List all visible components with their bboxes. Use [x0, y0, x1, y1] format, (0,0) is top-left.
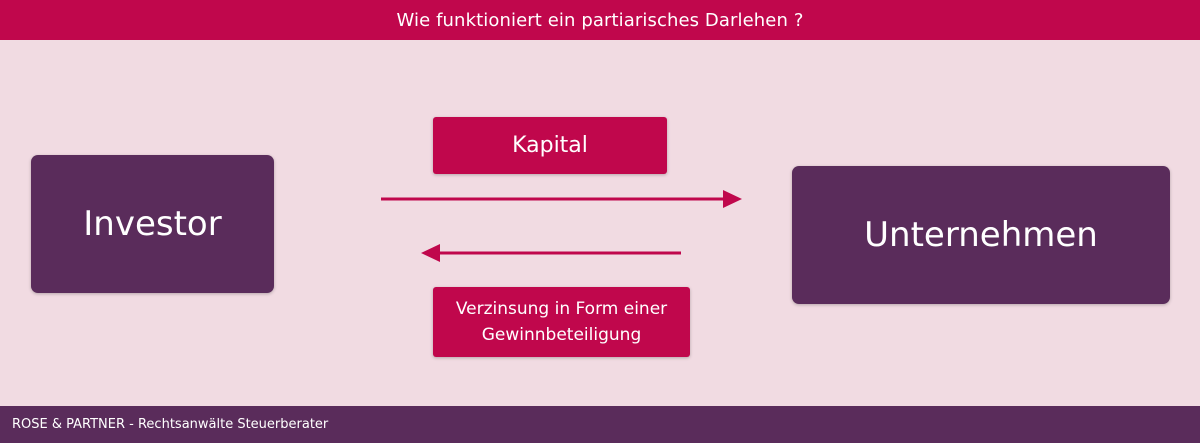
investor-node: Investor [31, 155, 274, 293]
unternehmen-label: Unternehmen [864, 215, 1098, 255]
title-bar: Wie funktioniert ein partiarisches Darle… [0, 0, 1200, 40]
unternehmen-node: Unternehmen [792, 166, 1170, 304]
footer-bar: ROSE & PARTNER - Rechtsanwälte Steuerber… [0, 406, 1200, 443]
kapital-label: Kapital [512, 133, 588, 158]
page-title: Wie funktioniert ein partiarisches Darle… [396, 9, 804, 31]
investor-label: Investor [83, 204, 222, 244]
kapital-label-box: Kapital [433, 117, 667, 174]
verzinsung-label-box: Verzinsung in Form einer Gewinnbeteiligu… [433, 287, 690, 357]
arrow-to-investor [421, 244, 681, 262]
arrow-to-unternehmen [381, 190, 742, 208]
footer-text: ROSE & PARTNER - Rechtsanwälte Steuerber… [12, 417, 329, 432]
verzinsung-label-line1: Verzinsung in Form einer [455, 299, 668, 319]
verzinsung-label-line2: Gewinnbeteiligung [481, 325, 642, 345]
